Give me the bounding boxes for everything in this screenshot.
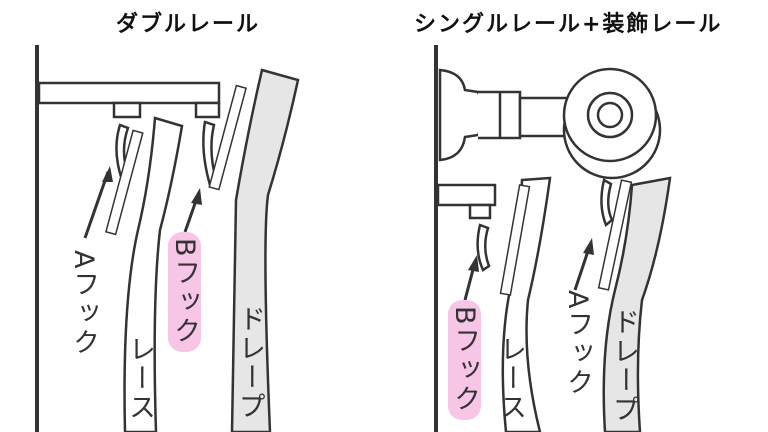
finial-base [438, 68, 486, 162]
a-tape-left [105, 129, 144, 236]
lace-curtain [123, 116, 184, 432]
label-b-hook-left: Bフック [168, 232, 201, 352]
label-drape-right: ドレープ [608, 308, 639, 424]
single-rail-runner [468, 203, 492, 220]
arrow-a-left [83, 171, 110, 239]
single-decorative-rail-title: シングルレール+装飾レール [414, 12, 723, 37]
drape-curtain [230, 68, 300, 432]
a-hook-right [600, 178, 614, 228]
rail-bracket [37, 81, 221, 105]
label-b-hook-right: Bフック [448, 300, 481, 420]
label-a-hook-right: Aフック [562, 290, 593, 398]
label-lace-left: レース [124, 335, 155, 422]
b-tape-left [208, 84, 247, 191]
label-a-hook-left: Aフック [68, 250, 99, 358]
rod-end-finial [562, 67, 658, 163]
label-lace-right: レース [495, 335, 526, 422]
double-rail-title: ダブルレール [116, 12, 261, 37]
label-drape-left: ドレープ [234, 305, 265, 421]
decorative-rail-illustration [434, 45, 672, 432]
inner-rail-runner [112, 101, 142, 119]
outer-rail-runner [194, 101, 221, 119]
single-rail [436, 183, 497, 207]
b-hook-right [476, 223, 491, 272]
double-rail-illustration [35, 45, 300, 432]
